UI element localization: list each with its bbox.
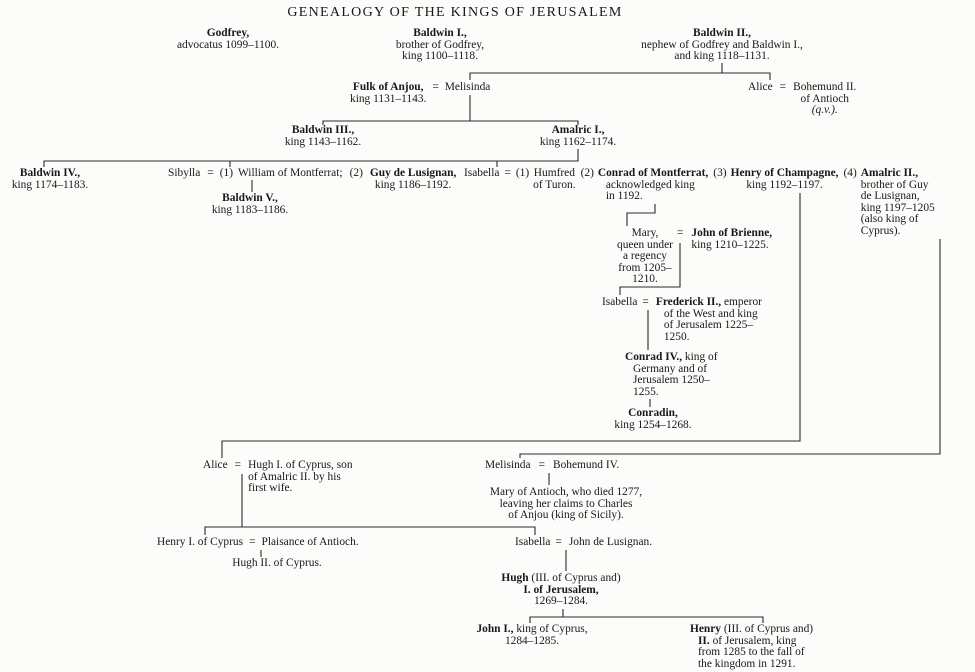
couple-fulk-melisinda-part-2: Melisinda	[444, 81, 491, 93]
couple-fulk-melisinda-part-1: =	[432, 81, 439, 93]
person-amalric-i-part-0: Amalric I.,king 1162–1174.	[539, 124, 617, 148]
person-hugh-iii: Hugh (III. of Cyprus and)I. of Jerusalem…	[501, 572, 621, 608]
line-alice2-to-henry1-isabella3	[204, 474, 536, 535]
person-henry-ii-part-0: Henry (III. of Cyprus and)II. of Jerusal…	[690, 623, 814, 670]
couple-isabella-marriages-part-0: Isabella	[464, 167, 500, 179]
person-baldwin-i: Baldwin I.,brother of Godfrey,king 1100–…	[395, 27, 485, 63]
person-baldwin-iv-part-0: Baldwin IV.,king 1174–1183.	[11, 167, 89, 191]
line-conrad-to-mary	[626, 204, 656, 226]
couple-melisinda-bohemund-iv: Melisinda = Bohemund IV.	[485, 459, 620, 472]
couple-sibylla-marriages-part-4: (2)	[349, 167, 363, 179]
couple-alice-bohemund-ii-part-1: =	[779, 81, 787, 93]
couple-alice-bohemund-ii-part-2: Bohemund II.of Antioch(q.v.).	[793, 81, 857, 116]
couple-isabella-marriages-part-7: Henry of Champagne,king 1192–1197.	[730, 167, 839, 191]
couple-isabella-marriages-part-1: =	[504, 167, 511, 179]
line-mary-to-isabella2	[619, 243, 681, 295]
person-baldwin-v: Baldwin V.,king 1183–1186.	[211, 192, 289, 216]
couple-henry-i-plaisance-part-1: =	[249, 536, 256, 548]
couple-fulk-melisinda-part-0: Fulk of Anjou,king 1131–1143.	[350, 81, 427, 105]
person-baldwin-iii-part-0: Baldwin III.,king 1143–1162.	[284, 124, 362, 148]
couple-isabella-marriages-part-2: (1)	[515, 167, 530, 179]
couple-mary-john-of-brienne-part-2: John of Brienne,king 1210–1225.	[691, 227, 773, 251]
person-godfrey: Godfrey,advocatus 1099–1100.	[176, 27, 280, 51]
couple-isabella-marriages-part-6: (3)	[713, 167, 727, 179]
couple-melisinda-bohemund-iv-part-0: Melisinda	[485, 459, 531, 471]
person-hugh-ii: Hugh II. of Cyprus.	[232, 557, 322, 570]
couple-melisinda-bohemund-iv-part-2: Bohemund IV.	[553, 459, 620, 471]
couple-isabella-john-de-lusignan-part-2: John de Lusignan.	[568, 536, 653, 548]
line-baldwin2-to-melisinda-alice	[469, 63, 771, 80]
couple-alice-hugh-i-part-0: Alice	[203, 459, 228, 471]
person-henry-ii: Henry (III. of Cyprus and)II. of Jerusal…	[690, 623, 814, 670]
couple-sibylla-marriages-part-0: Sibylla	[168, 167, 201, 179]
couple-isabella-john-de-lusignan: Isabella = John de Lusignan.	[515, 536, 653, 549]
person-mary-of-antioch: Mary of Antioch, who died 1277,leaving h…	[489, 486, 643, 522]
couple-fulk-melisinda: Fulk of Anjou,king 1131–1143. = Melisinda	[350, 81, 491, 105]
person-baldwin-v-part-0: Baldwin V.,king 1183–1186.	[211, 192, 289, 216]
couple-isabella-frederick-ii-part-1: =	[642, 296, 649, 308]
person-john-i: John I., king of Cyprus,1284–1285.	[476, 623, 588, 647]
couple-sibylla-marriages: Sibylla = (1) William of Montferrat; (2) Guy …	[168, 167, 457, 191]
person-conradin-part-0: Conradin,king 1254–1268.	[614, 407, 692, 431]
person-hugh-iii-part-0: Hugh (III. of Cyprus and)I. of Jerusalem…	[501, 572, 621, 607]
person-hugh-ii-part-0: Hugh II. of Cyprus.	[232, 557, 322, 569]
couple-mary-john-of-brienne-part-1: =	[676, 227, 684, 239]
couple-henry-i-plaisance: Henry I. of Cyprus = Plaisance of Antioch.	[157, 536, 359, 549]
person-godfrey-part-0: Godfrey,advocatus 1099–1100.	[176, 27, 280, 51]
line-henry-champagne-to-alice2	[221, 193, 801, 458]
couple-sibylla-marriages-part-5: Guy de Lusignan,king 1186–1192.	[369, 167, 457, 191]
couple-alice-bohemund-ii-part-0: Alice	[748, 81, 773, 93]
person-mary-of-antioch-part-0: Mary of Antioch, who died 1277,leaving h…	[489, 486, 643, 521]
person-baldwin-iv: Baldwin IV.,king 1174–1183.	[11, 167, 89, 191]
person-baldwin-ii: Baldwin II.,nephew of Godfrey and Baldwi…	[641, 27, 803, 63]
page-title: GENEALOGY OF THE KINGS OF JERUSALEM	[287, 5, 623, 20]
couple-isabella-frederick-ii-part-0: Isabella	[602, 296, 638, 308]
line-amalric1-to-children	[43, 149, 579, 167]
couple-sibylla-marriages-part-3: William of Montferrat;	[238, 167, 343, 179]
line-hugh3-to-john1-henry2	[529, 609, 764, 623]
person-john-i-part-0: John I., king of Cyprus,1284–1285.	[476, 623, 588, 647]
person-amalric-i: Amalric I.,king 1162–1174.	[539, 124, 617, 148]
line-fulk-to-baldwin3-amalric1	[322, 95, 579, 125]
couple-sibylla-marriages-part-1: =	[207, 167, 214, 179]
person-baldwin-i-part-0: Baldwin I.,brother of Godfrey,king 1100–…	[395, 27, 485, 62]
couple-isabella-marriages-part-8: (4)	[843, 167, 857, 179]
person-baldwin-iii: Baldwin III.,king 1143–1162.	[284, 124, 362, 148]
line-amalric2-to-melisinda2	[519, 239, 941, 458]
couple-henry-i-plaisance-part-0: Henry I. of Cyprus	[157, 536, 244, 548]
couple-isabella-john-de-lusignan-part-0: Isabella	[515, 536, 551, 548]
couple-isabella-john-de-lusignan-part-1: =	[555, 536, 562, 548]
person-baldwin-ii-part-0: Baldwin II.,nephew of Godfrey and Baldwi…	[641, 27, 803, 62]
couple-sibylla-marriages-part-2: (1)	[219, 167, 234, 179]
couple-alice-hugh-i-part-1: =	[234, 459, 242, 471]
couple-isabella-marriages-part-4: (2)	[580, 167, 594, 179]
couple-henry-i-plaisance-part-2: Plaisance of Antioch.	[261, 536, 359, 548]
person-conradin: Conradin,king 1254–1268.	[614, 407, 692, 431]
couple-melisinda-bohemund-iv-part-1: =	[538, 459, 545, 471]
couple-alice-bohemund-ii: Alice = Bohemund II.of Antioch(q.v.).	[748, 81, 857, 117]
